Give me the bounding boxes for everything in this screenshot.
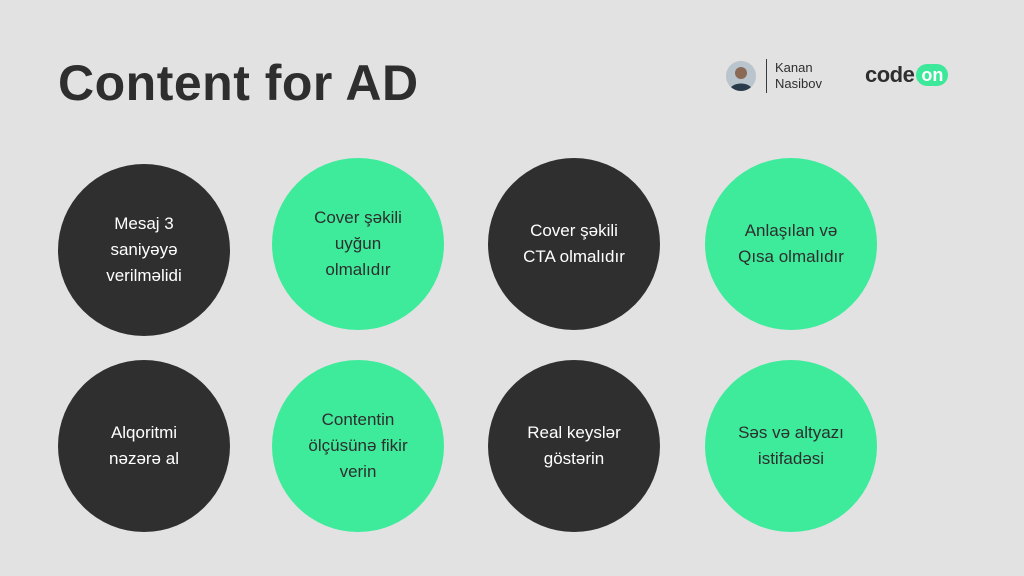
- tip-circle: Cover şəkili CTA olmalıdır: [488, 158, 660, 330]
- tip-text: Cover şəkili CTA olmalıdır: [523, 221, 625, 266]
- avatar: [726, 61, 756, 91]
- tip-text: Mesaj 3 saniyəyə verilməlidi: [106, 214, 182, 285]
- author-name: Kanan Nasibov: [775, 60, 822, 92]
- tip-circle: Alqoritmi nəzərə al: [58, 360, 230, 532]
- logo-pill-text: on: [921, 65, 944, 85]
- author-last-name: Nasibov: [775, 76, 822, 91]
- author-badge: Kanan Nasibov: [726, 59, 822, 93]
- tip-text: Real keyslər göstərin: [527, 423, 621, 468]
- logo-text: code: [865, 62, 915, 87]
- logo-pill: on: [916, 64, 949, 86]
- codeon-logo: code on: [865, 62, 949, 88]
- tip-circle: Contentin ölçüsünə fikir verin: [272, 360, 444, 532]
- tip-text: Cover şəkili uyğun olmalıdır: [314, 208, 402, 279]
- tip-text: Səs və altyazı istifadəsi: [738, 423, 844, 468]
- tip-circle: Real keyslər göstərin: [488, 360, 660, 532]
- tip-text: Alqoritmi nəzərə al: [109, 423, 179, 468]
- tip-circle: Cover şəkili uyğun olmalıdır: [272, 158, 444, 330]
- tip-circle: Anlaşılan və Qısa olmalıdır: [705, 158, 877, 330]
- person-avatar-icon: [726, 61, 756, 91]
- tip-circle: Səs və altyazı istifadəsi: [705, 360, 877, 532]
- author-first-name: Kanan: [775, 60, 813, 75]
- author-divider: [766, 59, 767, 93]
- tip-text: Anlaşılan və Qısa olmalıdır: [738, 221, 844, 266]
- tip-circle: Mesaj 3 saniyəyə verilməlidi: [58, 164, 230, 336]
- page-title: Content for AD: [58, 55, 419, 111]
- tip-text: Contentin ölçüsünə fikir verin: [308, 410, 408, 481]
